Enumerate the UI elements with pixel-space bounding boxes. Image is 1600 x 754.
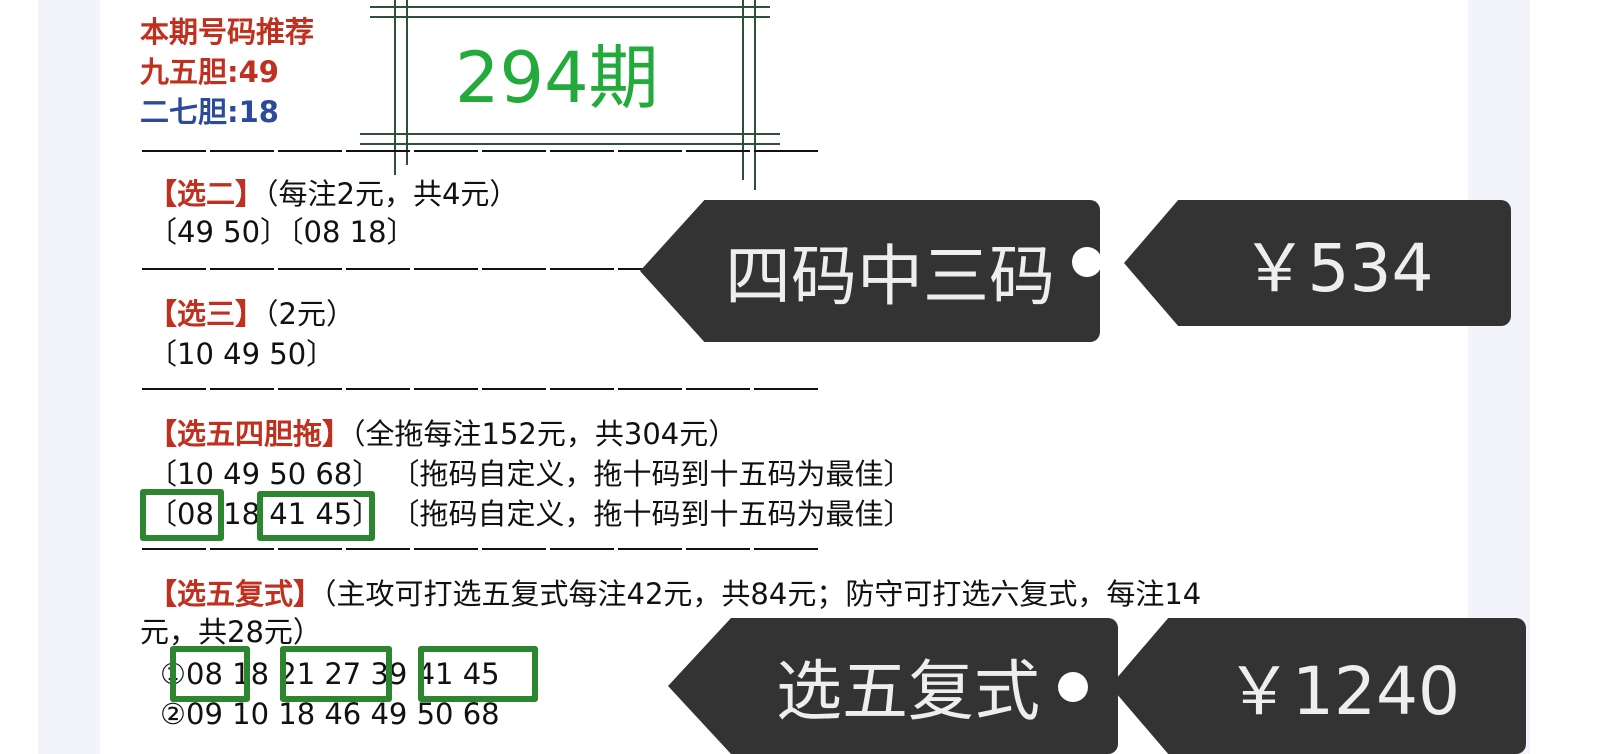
- section-choose2: 【选二】（每注2元，共4元）: [148, 177, 519, 211]
- highlight-box: [170, 646, 250, 702]
- highlight-box: [280, 646, 392, 702]
- compound-line-2: ②09 10 18 46 49 50 68: [160, 697, 500, 731]
- price-tag-price: ￥534: [1124, 200, 1511, 326]
- dan-95: 九五胆:49: [140, 55, 279, 89]
- divider: [142, 548, 822, 550]
- highlight-box: [257, 491, 375, 541]
- dan-27: 二七胆:18: [140, 95, 279, 129]
- highlight-box: [418, 646, 538, 702]
- divider: [142, 150, 822, 152]
- tag-hole: [1058, 672, 1088, 702]
- choose2-numbers: 〔49 50〕〔08 18〕: [148, 215, 416, 249]
- section-choose5-dantuo: 【选五四胆拖】（全拖每注152元，共304元）: [148, 417, 738, 451]
- price-tag-price: ￥1240: [1110, 618, 1526, 754]
- left-margin: [38, 0, 100, 754]
- recommend-title: 本期号码推荐: [140, 15, 315, 49]
- divider: [142, 268, 822, 270]
- compound-line-1: ①08 18 21 27 39 41 45: [160, 657, 500, 691]
- price-tag-label: 选五复式: [668, 618, 1118, 754]
- dantuo-line-1: 〔10 49 50 68〕 〔拖码自定义，拖十码到十五码为最佳〕: [148, 457, 913, 491]
- tag-hole: [1072, 247, 1102, 277]
- section-choose3: 【选三】（2元）: [148, 297, 355, 331]
- dantuo-line-2: 〔08 18 41 45〕 〔拖码自定义，拖十码到十五码为最佳〕: [148, 497, 913, 531]
- divider: [142, 388, 822, 390]
- compound-note-cont: 元，共28元）: [140, 615, 322, 649]
- highlight-box: [140, 489, 224, 541]
- choose3-numbers: 〔10 49 50〕: [148, 337, 336, 371]
- section-choose5-compound: 【选五复式】（主攻可打选五复式每注42元，共84元；防守可打选六复式，每注14: [148, 577, 1202, 611]
- price-tag-label: 四码中三码: [640, 200, 1100, 342]
- issue-number: 294期: [455, 37, 659, 119]
